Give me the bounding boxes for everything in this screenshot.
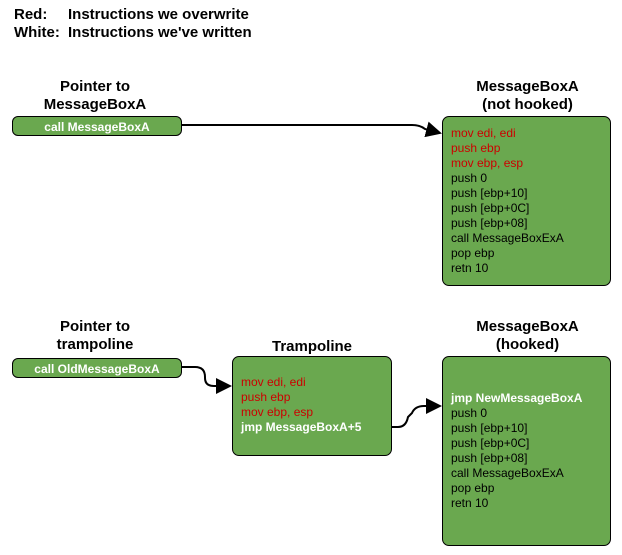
legend-red-row: Red: Instructions we overwrite	[14, 6, 252, 24]
arrow-pointer-to-trampoline	[182, 366, 232, 394]
instruction-line: call MessageBoxExA	[451, 231, 564, 245]
call-oldmessageboxa-pill[interactable]: call OldMessageBoxA	[12, 358, 182, 378]
instruction-line: jmp MessageBoxA+5	[241, 420, 362, 434]
instruction-line: pop ebp	[451, 481, 495, 495]
instruction-line: push [ebp+0C]	[451, 201, 530, 215]
arrow-trampoline-to-hooked	[390, 398, 442, 428]
instruction-line: retn 10	[451, 261, 489, 275]
instruction-line: push [ebp+08]	[451, 216, 528, 230]
instruction-line: push [ebp+10]	[451, 186, 528, 200]
instruction-line: push ebp	[451, 141, 501, 155]
legend: Red: Instructions we overwrite White: In…	[14, 6, 252, 42]
instruction-line: jmp NewMessageBoxA	[451, 391, 583, 405]
bottom-pointer-heading-line1: Pointer to	[60, 318, 130, 335]
legend-white-text: Instructions we've written	[68, 24, 252, 41]
instruction-line: push ebp	[241, 390, 291, 404]
instruction-line: mov ebp, esp	[451, 156, 524, 170]
instruction-line: push [ebp+10]	[451, 421, 528, 435]
bottom-pointer-heading-line2: trampoline	[56, 336, 134, 353]
instruction-line: push [ebp+08]	[451, 451, 528, 465]
bottom-target-heading-line1: MessageBoxA	[476, 318, 579, 335]
call-messageboxa-pill[interactable]: call MessageBoxA	[12, 116, 182, 136]
instruction-line: mov edi, edi	[241, 375, 306, 389]
instruction-line: call MessageBoxExA	[451, 466, 564, 480]
top-target-heading-line2: (not hooked)	[482, 96, 573, 113]
top-pointer-heading: Pointer to MessageBoxA	[30, 78, 160, 114]
legend-white-key: White:	[14, 24, 60, 41]
top-target-heading-line1: MessageBoxA	[476, 78, 579, 95]
arrow-pointer-to-messageboxa	[182, 121, 442, 138]
legend-red-key: Red:	[14, 6, 48, 23]
instruction-line: retn 10	[451, 496, 489, 510]
top-pointer-heading-line2: MessageBoxA	[43, 96, 147, 113]
top-pointer-heading-line1: Pointer to	[60, 78, 130, 95]
trampoline-heading: Trampoline	[271, 338, 353, 355]
instruction-line: push 0	[451, 171, 488, 185]
legend-white-row: White: Instructions we've written	[14, 24, 252, 42]
instruction-line: mov ebp, esp	[241, 405, 314, 419]
instruction-line: mov edi, edi	[451, 126, 516, 140]
legend-red-text: Instructions we overwrite	[68, 6, 249, 23]
instruction-line: push 0	[451, 406, 488, 420]
instruction-line: pop ebp	[451, 246, 495, 260]
bottom-target-heading-line2: (hooked)	[495, 336, 560, 353]
top-target-heading: MessageBoxA (not hooked)	[445, 78, 610, 114]
bottom-target-heading: MessageBoxA (hooked)	[445, 318, 610, 354]
bottom-pointer-heading: Pointer to trampoline	[30, 318, 160, 354]
instruction-line: push [ebp+0C]	[451, 436, 530, 450]
